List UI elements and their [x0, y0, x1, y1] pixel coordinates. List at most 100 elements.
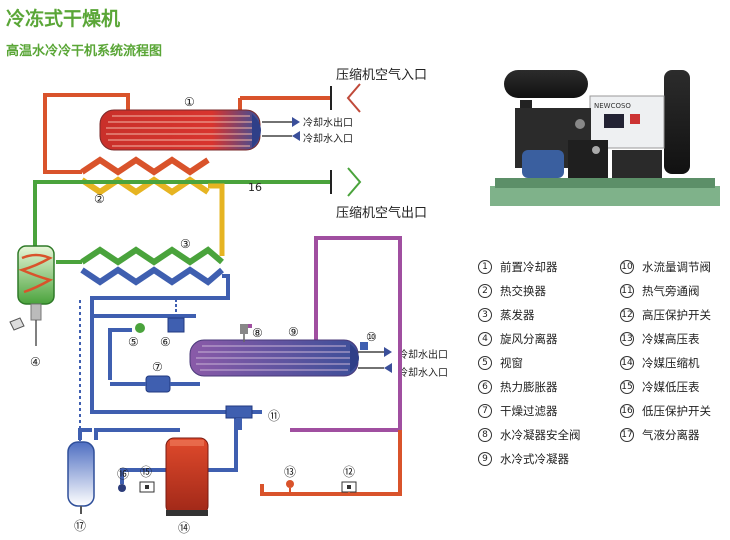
legend-label: 蒸发器	[500, 308, 535, 322]
filter-drier	[110, 375, 200, 393]
legend-item-13: 13 冷媒高压表	[620, 328, 700, 350]
cooling-water-inlet-label-1: 冷却水入口	[303, 134, 353, 145]
legend-number: 3	[478, 308, 492, 322]
legend-number: 2	[478, 284, 492, 298]
legend-item-6: 6 热力膨胀器	[478, 376, 558, 398]
legend-label: 高压保护开关	[642, 308, 711, 322]
marker-8: ⑧	[252, 326, 263, 340]
marker-14: ⑭	[178, 521, 190, 535]
legend-number: 17	[620, 428, 634, 442]
discharge-pipe	[260, 430, 402, 496]
legend-label: 水冷凝器安全阀	[500, 428, 581, 442]
legend-number: 10	[620, 260, 634, 274]
legend-number: 9	[478, 452, 492, 466]
cooling-water-ports-2	[358, 347, 392, 373]
high-pressure-switch-icon	[341, 481, 357, 493]
legend-number: 6	[478, 380, 492, 394]
cooling-water-ports-1	[262, 117, 300, 141]
legend-item-17: 17 气液分离器	[620, 424, 700, 446]
cooling-water-outlet-label-1: 冷却水出口	[303, 118, 353, 129]
legend-label: 视窗	[500, 356, 523, 370]
marker-13: ⑬	[284, 465, 296, 479]
legend-number: 5	[478, 356, 492, 370]
marker-12: ⑫	[343, 465, 355, 479]
legend-label: 水流量调节阀	[642, 260, 711, 274]
marker-5: ⑤	[128, 335, 139, 349]
legend-label: 热交换器	[500, 284, 546, 298]
chilled-air-pipe	[208, 183, 225, 256]
hot-gas-bypass-valve	[225, 405, 253, 430]
legend-number: 11	[620, 284, 634, 298]
marker-16: ⑯	[117, 467, 129, 481]
legend-label: 热力膨胀器	[500, 380, 558, 394]
legend-number: 8	[478, 428, 492, 442]
marker-7: ⑦	[152, 360, 163, 374]
legend-label: 气液分离器	[642, 428, 700, 442]
marker-15: ⑮	[140, 465, 152, 479]
legend-item-2: 2 热交换器	[478, 280, 546, 302]
safety-valve-icon	[240, 324, 248, 342]
expansion-valve	[167, 300, 185, 333]
legend-item-7: 7 干燥过滤器	[478, 400, 558, 422]
dry-air-pipe	[33, 180, 332, 250]
legend-label: 低压保护开关	[642, 404, 711, 418]
refrigerant-low-pressure-pipe	[78, 274, 262, 484]
legend-label: 旋风分离器	[500, 332, 558, 346]
legend-number: 15	[620, 380, 634, 394]
legend-item-9: 9 水冷式冷凝器	[478, 448, 569, 470]
cooling-water-inlet-label-2: 冷却水入口	[398, 368, 448, 379]
cyclone-separator	[9, 245, 55, 346]
water-cooled-condenser	[189, 339, 359, 377]
refrigerant-compressor	[165, 437, 209, 516]
legend-number: 13	[620, 332, 634, 346]
air-inlet-label: 压缩机空气入口	[336, 68, 428, 83]
legend-label: 冷媒压缩机	[642, 356, 700, 370]
legend-label: 冷媒低压表	[642, 380, 700, 394]
legend-number: 16	[620, 404, 634, 418]
marker-17: ⑰	[74, 519, 86, 533]
low-pressure-gauge-icon	[139, 481, 155, 493]
air-inlet-arrow-icon	[346, 83, 361, 113]
page-subtitle: 高温水冷冷干机系统流程图	[6, 44, 163, 59]
legend-item-10: 10 水流量调节阀	[620, 256, 711, 278]
legend-item-4: 4 旋风分离器	[478, 328, 558, 350]
marker-3: ③	[180, 237, 191, 251]
legend-item-5: 5 视窗	[478, 352, 523, 374]
machine-nameplate: NEWCOSO	[594, 102, 631, 110]
marker-16-plain: 16	[248, 181, 262, 194]
legend-item-16: 16 低压保护开关	[620, 400, 711, 422]
marker-10: ⑩	[366, 330, 377, 344]
evaporator	[80, 246, 224, 286]
legend-item-3: 3 蒸发器	[478, 304, 535, 326]
marker-1: ①	[184, 95, 195, 109]
legend-label: 干燥过滤器	[500, 404, 558, 418]
legend-item-15: 15 冷媒低压表	[620, 376, 700, 398]
air-outlet-arrow-icon	[347, 167, 362, 197]
high-pressure-gauge-icon	[286, 480, 294, 488]
callout-markers: ① ② ③ ④ ⑤ ⑥ ⑦ ⑧ ⑨ ⑩ ⑪ ⑫ ⑬ ⑭ ⑮ ⑯ ⑰ 16	[30, 95, 377, 535]
legend-number: 7	[478, 404, 492, 418]
page-title: 冷冻式干燥机	[6, 8, 121, 30]
legend-label: 冷媒高压表	[642, 332, 700, 346]
legend-number: 12	[620, 308, 634, 322]
marker-2: ②	[94, 192, 105, 206]
sight-glass	[135, 323, 145, 333]
pre-cooler	[99, 109, 261, 151]
legend-number: 1	[478, 260, 492, 274]
air-outlet-label: 压缩机空气出口	[336, 206, 428, 221]
legend-number: 14	[620, 356, 634, 370]
legend-item-8: 8 水冷凝器安全阀	[478, 424, 581, 446]
legend-item-14: 14 冷媒压缩机	[620, 352, 700, 374]
legend-item-11: 11 热气旁通阀	[620, 280, 700, 302]
gas-liquid-separator	[67, 441, 95, 514]
marker-11: ⑪	[268, 409, 280, 423]
legend-item-12: 12 高压保护开关	[620, 304, 711, 326]
legend-label: 水冷式冷凝器	[500, 452, 569, 466]
low-pressure-switch-icon	[118, 484, 126, 492]
legend-number: 4	[478, 332, 492, 346]
marker-4: ④	[30, 355, 41, 369]
marker-9: ⑨	[288, 325, 299, 339]
legend-label: 热气旁通阀	[642, 284, 700, 298]
